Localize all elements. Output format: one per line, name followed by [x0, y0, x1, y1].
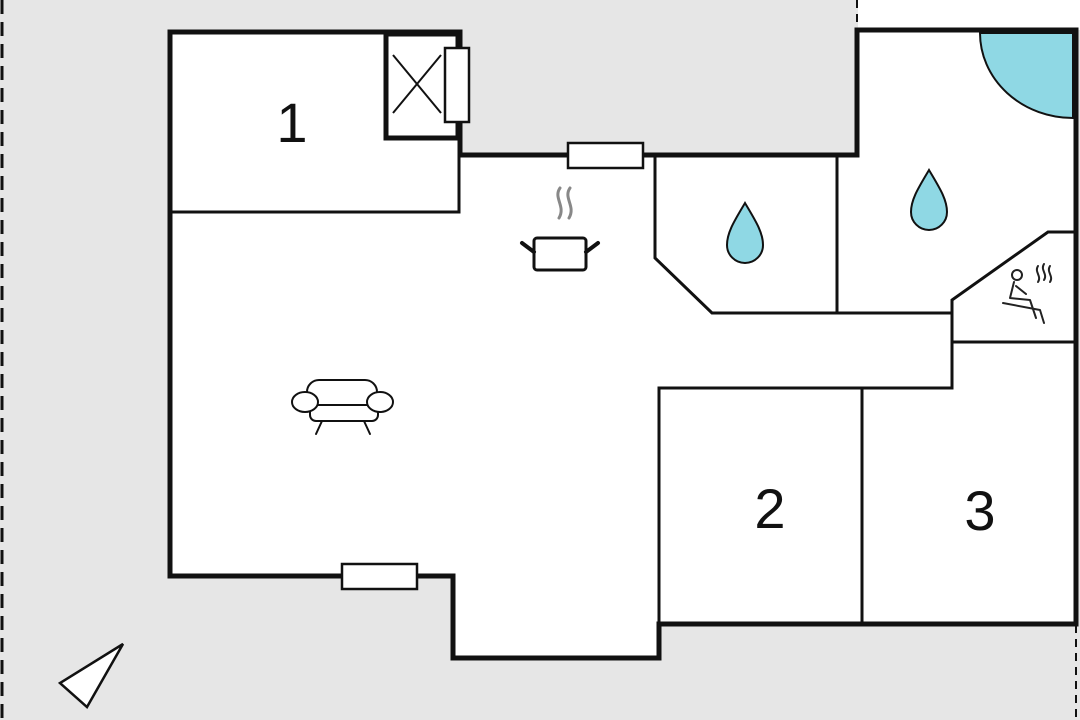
sauna-icon [1002, 263, 1053, 324]
pool-icon [978, 32, 1074, 120]
window-icon [566, 141, 645, 170]
room-3: 3 [964, 479, 995, 542]
outside-area-top-right [858, 0, 1080, 30]
room-3-label: 3 [964, 479, 995, 542]
room-1: 1 [170, 91, 461, 214]
window-icon [340, 562, 419, 591]
compass-north-icon [57, 642, 125, 709]
room-2-label: 2 [754, 477, 785, 540]
window-icon [443, 46, 471, 124]
corridor-wall [657, 342, 954, 624]
sofa-icon [291, 379, 394, 435]
sauna [950, 230, 1076, 344]
bathroom-1 [653, 155, 952, 315]
water-drop-icon [909, 168, 949, 231]
bathroom-2 [909, 168, 949, 231]
water-drop-icon [725, 201, 765, 264]
room-2: 2 [754, 477, 785, 540]
cooking-pot-icon [520, 186, 600, 272]
room-1-label: 1 [276, 91, 307, 154]
